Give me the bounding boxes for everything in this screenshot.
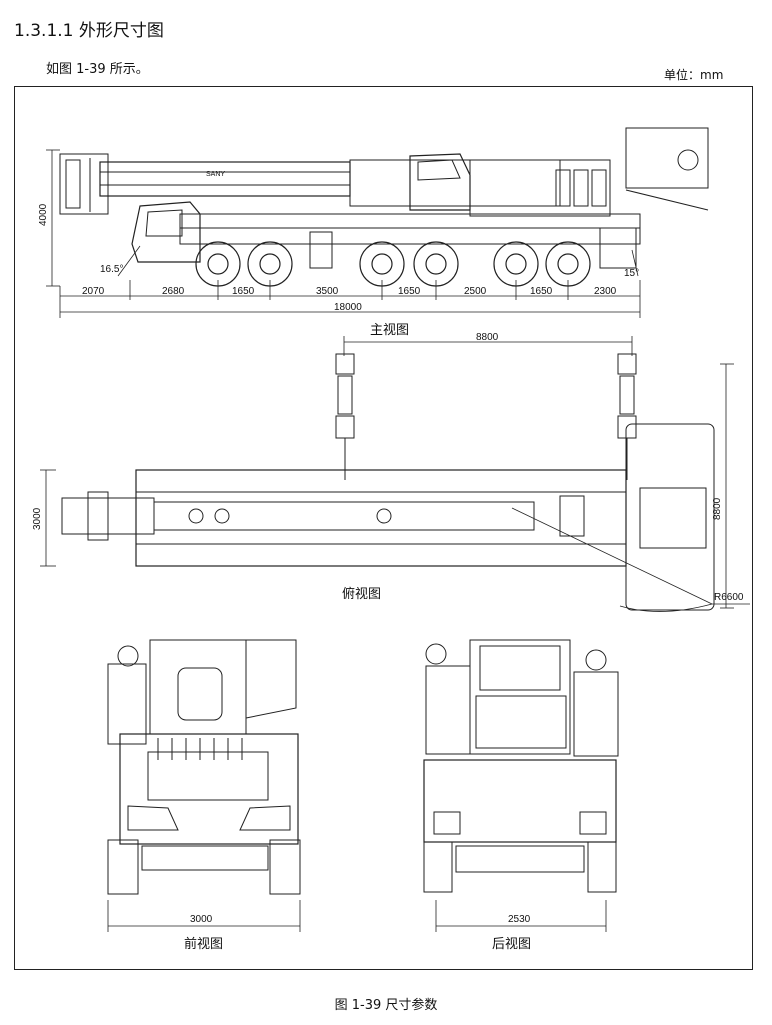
intro-text: 如图 1-39 所示。 [46,62,149,77]
figure-caption: 图 1-39 尺寸参数 [334,998,438,1013]
segment-label-3: 1650 [232,286,255,297]
segment-label-5: 1650 [398,286,421,297]
top-width-label: 3000 [32,507,43,530]
segment-label-6: 2500 [464,286,487,297]
rear-view [423,639,619,932]
segment-label-1: 2070 [82,286,105,297]
approach-angle-label: 16.5° [100,264,123,275]
section-heading: 1.3.1.1 外形尺寸图 [14,21,164,41]
rear-width-label: 2530 [508,914,531,925]
boom-lettering: SANY [206,171,225,178]
segment-label-4: 3500 [316,286,339,297]
drawing-frame [14,86,753,970]
overall-length-label: 18000 [334,302,362,313]
outrigger-span-side-label: 8800 [712,497,723,520]
segment-label-8: 2300 [594,286,617,297]
top-view-caption: 俯视图 [342,586,381,601]
main-height-label: 4000 [38,203,49,226]
front-view-caption: 前视图 [184,936,223,951]
front-view [107,639,301,932]
main-view [46,127,709,318]
radius-label: R6600 [714,592,744,603]
rear-view-caption: 后视图 [492,936,531,951]
front-width-label: 3000 [190,914,213,925]
unit-label: 单位：mm [664,68,724,82]
main-view-caption: 主视图 [370,322,409,337]
segment-label-7: 1650 [530,286,553,297]
departure-angle-label: 15° [624,268,639,279]
segment-label-2: 2680 [162,286,185,297]
outrigger-span-label: 8800 [476,332,499,343]
top-view [40,336,750,612]
